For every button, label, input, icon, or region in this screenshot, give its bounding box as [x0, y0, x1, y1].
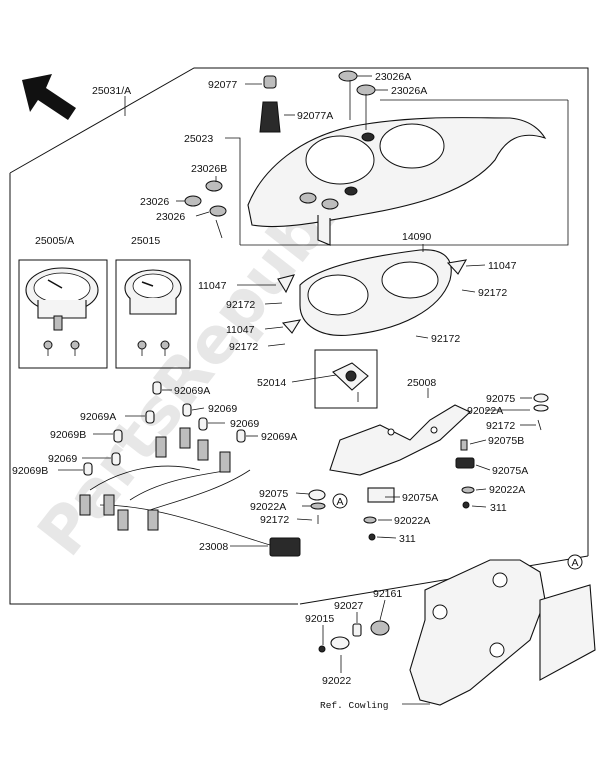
meter-stay-icon [329, 404, 475, 503]
bracket-icon [281, 319, 302, 334]
part-label-92069: 92069 [48, 453, 77, 465]
meter-cover-icon [247, 117, 547, 246]
part-label-11047: 11047 [198, 280, 227, 292]
part-labels: 25031/A 92077 92077A 23026A 23026A 25023… [12, 71, 528, 711]
part-label-23026: 23026 [156, 211, 185, 223]
part-label-92069: 92069 [230, 418, 259, 430]
tachometer-icon [124, 269, 182, 356]
part-label-92027: 92027 [334, 600, 363, 612]
bracket-icon [446, 259, 468, 275]
bracket-icon [277, 274, 295, 294]
meter-box-25005 [18, 259, 108, 369]
part-label-92161: 92161 [373, 588, 402, 600]
meter-case-icon [299, 249, 452, 336]
sensor-icon [332, 362, 369, 402]
callout-letter: A [571, 557, 578, 569]
callout-a-lower: A [567, 554, 583, 570]
part-label-92022a: 92022A [394, 515, 430, 527]
part-label-92172: 92172 [229, 341, 258, 353]
cowling-stay-icon [409, 559, 596, 706]
part-label-311: 311 [490, 502, 507, 514]
part-label-25008: 25008 [407, 377, 436, 389]
part-label-92022a: 92022A [467, 405, 503, 417]
part-label-92069a: 92069A [80, 411, 116, 423]
damper-set-icon [318, 620, 390, 653]
part-label-25005: 25005/A [35, 235, 74, 247]
part-label-23026a: 23026A [375, 71, 411, 83]
part-label-92077: 92077 [208, 79, 237, 91]
part-label-14090: 14090 [402, 231, 431, 243]
front-direction-arrow-icon [22, 74, 76, 120]
part-label-92069a: 92069A [261, 431, 297, 443]
part-label-11047: 11047 [488, 260, 517, 272]
sensor-box [314, 349, 378, 409]
part-label-92172: 92172 [226, 299, 255, 311]
speedometer-icon [25, 267, 99, 356]
part-label-92172: 92172 [260, 514, 289, 526]
part-label-92172: 92172 [486, 420, 515, 432]
callout-letter: A [336, 496, 343, 508]
part-label-92022: 92022 [322, 675, 351, 687]
part-label-92075a: 92075A [402, 492, 438, 504]
part-label-92075: 92075 [486, 393, 515, 405]
part-label-23026a: 23026A [391, 85, 427, 97]
part-label-23026: 23026 [140, 196, 169, 208]
part-label-92015: 92015 [305, 613, 334, 625]
part-label-92077a: 92077A [297, 110, 333, 122]
fastener-set-icon [308, 393, 549, 541]
part-label-92075b: 92075B [488, 435, 524, 447]
part-label-311: 311 [399, 533, 416, 545]
part-label-92022a: 92022A [489, 484, 525, 496]
part-label-92075a: 92075A [492, 465, 528, 477]
part-label-23008: 23008 [199, 541, 228, 553]
part-label-25031: 25031/A [92, 85, 131, 97]
wiring-harness-icon [79, 427, 301, 557]
callout-a-upper: A [332, 493, 348, 509]
part-label-11047: 11047 [226, 324, 255, 336]
part-label-23026b: 23026B [191, 163, 227, 175]
part-label-25015: 25015 [131, 235, 160, 247]
part-label-92172: 92172 [478, 287, 507, 299]
part-label-92075: 92075 [259, 488, 288, 500]
part-label-92069b: 92069B [50, 429, 86, 441]
part-label-92069: 92069 [208, 403, 237, 415]
bulb-set-icon [83, 381, 246, 476]
part-label-92172: 92172 [431, 333, 460, 345]
reference-label: Ref. Cowling [320, 700, 388, 711]
leader-lines [58, 75, 569, 705]
part-label-92022a: 92022A [250, 501, 286, 513]
part-label-52014: 52014 [257, 377, 286, 389]
part-label-25023: 25023 [184, 133, 213, 145]
meter-box-25015 [115, 259, 191, 369]
part-label-92069b: 92069B [12, 465, 48, 477]
assembly-frame [9, 67, 589, 605]
part-label-92069a: 92069A [174, 385, 210, 397]
